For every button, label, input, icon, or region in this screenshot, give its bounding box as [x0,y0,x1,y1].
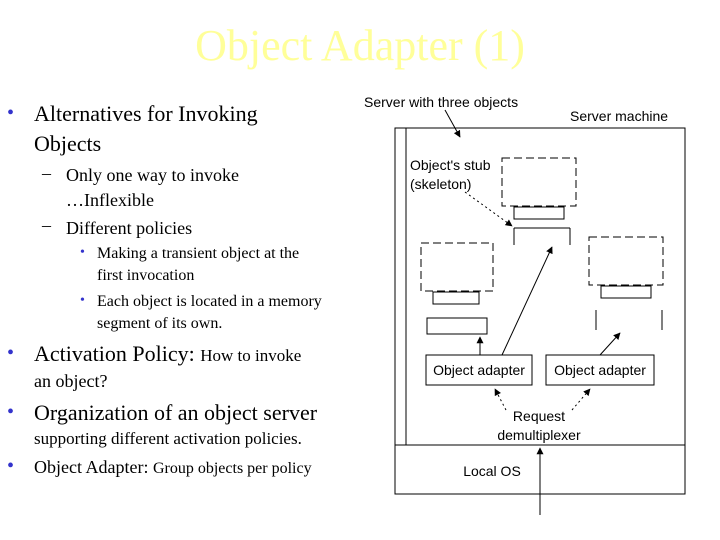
bullet-3-line-2: supporting different activation policies… [34,429,302,448]
bullet-marker: • [7,401,15,423]
activation-policy-rest: How to invoke [200,346,302,365]
bullet-marker: • [7,455,15,477]
sub-sub-bullet-2-line-2: segment of its own. [97,315,223,332]
object-adapter-right-box [545,354,655,386]
object-left [420,242,494,292]
bullet-2-line-1: Activation Policy: How to invoke [34,340,301,370]
skeleton-left [432,291,480,305]
sub-bullet-1-line-2: …Inflexible [66,190,154,210]
sub-sub-bullet-2-line-1: Each object is located in a memory [97,293,322,310]
sub-bullet-1-line-1: Only one way to invoke [66,165,239,185]
dash-marker: – [42,215,51,235]
bullet-3-line-1: Organization of an object server [34,400,318,425]
demultiplexer-label: demultiplexer [497,427,581,443]
label-object-stub: Object's stub [410,157,491,173]
bullet-1-line-1: Alternatives for Invoking [34,101,258,126]
bullet-list: • Alternatives for Invoking Objects – On… [7,101,322,482]
skeleton-top [513,206,565,220]
label-pointer-arrow [444,109,461,138]
slide-title: Object Adapter (1) [195,21,525,70]
sub-sub-bullet-marker: • [80,293,85,308]
sub-sub-bullet-1-line-2: first invocation [97,267,195,284]
object-adapter-left-box [425,354,533,386]
bullet-marker: • [7,102,15,124]
label-skeleton: (skeleton) [410,176,471,192]
label-server-with-three-objects: Server with three objects [364,94,518,110]
local-os-label: Local OS [463,463,521,479]
demux-to-right-adapter-arrow [571,388,591,411]
sub-sub-bullet-marker: • [80,245,85,260]
bullet-1-line-2: Objects [34,131,102,156]
adapter-to-top-object-arrow [501,246,553,356]
object-adapter-right: Object adapter [554,362,646,378]
skeleton-left-base [426,317,488,335]
bullet-2-line-2: an object? [34,371,108,391]
object-adapter-rest: Group objects per policy [152,460,312,477]
adapter-to-right-object-arrow [599,332,621,356]
bullet-4-line-1: Object Adapter: Group objects per policy [34,454,312,482]
activation-policy-label: Activation Policy: [34,341,195,366]
object-top [501,157,577,207]
object-adapter-label: Object Adapter: [34,457,149,477]
dash-marker: – [42,163,51,183]
demux-to-left-adapter-arrow [494,388,507,411]
object-adapter-left: Object adapter [433,362,525,378]
sub-sub-bullet-1-line-1: Making a transient object at the [97,245,300,262]
sub-bullet-2: Different policies [66,218,193,238]
label-server-machine: Server machine [570,108,668,124]
stub-pointer-arrow [464,191,513,227]
bullet-marker: • [7,342,15,364]
request-label: Request [513,408,565,424]
object-right [588,236,664,286]
skeleton-right [600,285,652,299]
